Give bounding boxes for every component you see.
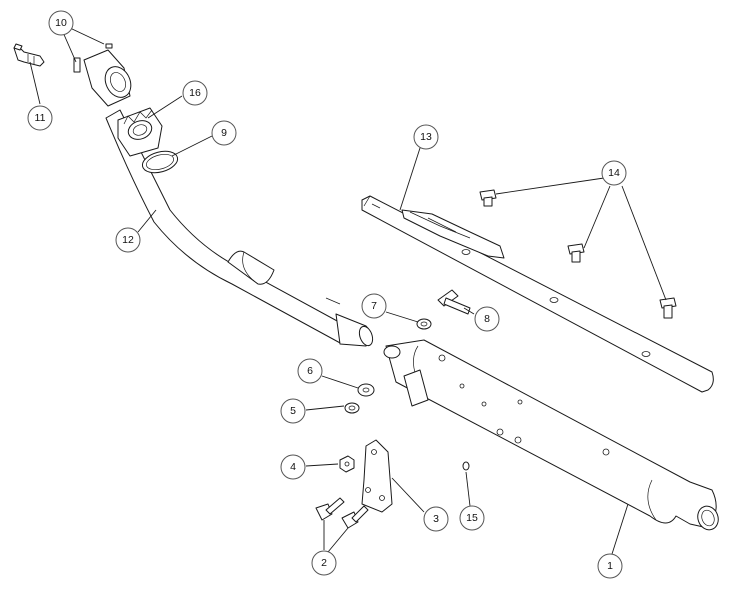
part-3-plate: [361, 439, 393, 513]
part-9-ring: [141, 150, 179, 174]
callout-1: 1: [597, 553, 623, 579]
callout-1-label: 1: [607, 560, 613, 572]
part-6-washer: [357, 383, 375, 397]
part-7-washer: [416, 318, 432, 330]
callout-6-label: 6: [307, 365, 313, 377]
part-15-pin: [462, 461, 470, 471]
callout-3-label: 3: [433, 513, 439, 525]
part-16-flange-bearing: [117, 107, 163, 157]
part-13-upper-rail: [361, 195, 714, 393]
callout-15: 15: [459, 505, 485, 531]
callout-9-label: 9: [221, 127, 227, 139]
part-2-bolt-a: [315, 497, 345, 521]
callout-6: 6: [297, 358, 323, 384]
callout-5: 5: [280, 398, 306, 424]
callout-2-label: 2: [321, 557, 327, 569]
part-1-lower-tube: [383, 339, 719, 531]
callout-10: 10: [48, 10, 74, 36]
part-14-bolt-c: [659, 297, 677, 319]
callout-14: 14: [601, 160, 627, 186]
part-4-nut: [339, 455, 355, 473]
callout-12-label: 12: [122, 234, 134, 246]
part-5-washer: [344, 402, 360, 414]
callout-3: 3: [423, 506, 449, 532]
callout-16: 16: [182, 80, 208, 106]
callout-12: 12: [115, 227, 141, 253]
part-14-bolt-b: [567, 243, 585, 263]
leader-lines: [29, 27, 667, 555]
callout-15-label: 15: [466, 512, 478, 524]
callout-13: 13: [413, 124, 439, 150]
part-14-bolt-a: [479, 189, 497, 207]
callout-7-label: 7: [371, 300, 377, 312]
part-10-bearing-cup: [73, 43, 132, 107]
part-11-fitting: [13, 43, 45, 67]
callout-11: 11: [27, 105, 53, 131]
callout-16-label: 16: [189, 87, 201, 99]
callout-8-label: 8: [484, 313, 490, 325]
part-8-bolt: [437, 289, 471, 315]
callout-9: 9: [211, 120, 237, 146]
callout-4-label: 4: [290, 461, 296, 473]
callout-2: 2: [311, 550, 337, 576]
callout-10-label: 10: [55, 17, 67, 29]
callout-13-label: 13: [420, 131, 432, 143]
part-2-bolt-b: [341, 505, 369, 529]
callout-5-label: 5: [290, 405, 296, 417]
callout-8: 8: [474, 306, 500, 332]
callout-7: 7: [361, 293, 387, 319]
callout-11-label: 11: [35, 112, 46, 124]
callout-14-label: 14: [608, 167, 620, 179]
callout-4: 4: [280, 454, 306, 480]
